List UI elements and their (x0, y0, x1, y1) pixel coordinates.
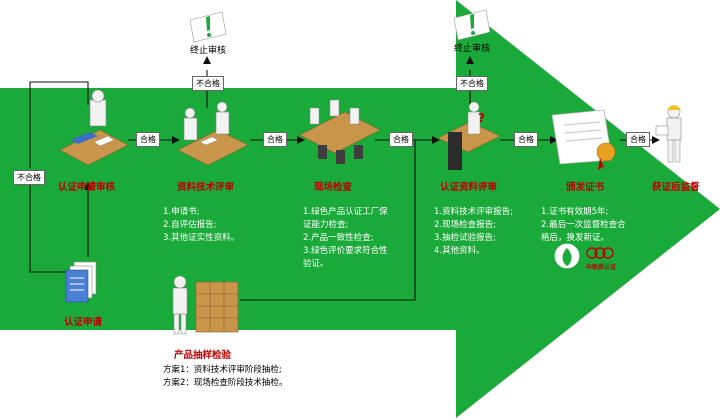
desc-line: 2.现场检查报告; (434, 220, 496, 230)
desc-line: 1.绿色产品认证工厂保 (303, 207, 388, 217)
stage-title-sampling: 产品抽样检验 (174, 350, 232, 361)
desc-issue: 1.证书有效期5年; 2.最后一次监督检查合 格后，换发新证。 (541, 206, 626, 245)
terminate-label-1: 终止审核 (190, 46, 227, 56)
stage-title-apply: 认证申请 (64, 317, 103, 328)
desc-line: 验证。 (303, 259, 329, 269)
terminate-warning-icon (189, 11, 227, 43)
supervision-person-illustration (655, 105, 682, 163)
stage-title-cert-doc-review: 认证资料评审 (440, 182, 498, 193)
terminate-label-2: 终止审核 (454, 44, 491, 54)
desc-line: 1.申请书; (163, 207, 200, 217)
desc-line: 1.证书有效期5年; (541, 207, 609, 217)
review-desk-illustration (59, 89, 129, 166)
pass-badge-5: 合格 (626, 132, 650, 147)
desc-cert-doc-review: 1.资料技术评审报告; 2.现场检查报告; 3.抽检试验报告; 4.其他资料。 (434, 206, 513, 258)
svg-text:?: ? (478, 111, 485, 125)
terminate-warning-icon-2 (453, 9, 491, 41)
sampling-illustration (172, 275, 239, 335)
fail-badge-cert-review: 不合格 (456, 76, 488, 91)
pass-badge-4: 合格 (514, 132, 538, 147)
desc-line: 3.抽检试验报告; (434, 233, 496, 243)
desc-line: 3.绿色评价要求符合性 (303, 246, 388, 256)
stage-title-supervision: 获证后监督 (652, 182, 700, 193)
arrowheads (84, 56, 660, 190)
cert-doc-review-illustration: ? (437, 101, 501, 170)
pass-badge-3: 合格 (389, 132, 413, 147)
doc-review-illustration (177, 101, 249, 166)
desc-onsite: 1.绿色产品认证工厂保 证能力检查; 2.产品一致性检查; 3.绿色评价要求符合… (303, 206, 388, 271)
desc-line: 证能力检查; (303, 220, 349, 230)
stage-title-issue: 颁发证书 (566, 182, 605, 193)
desc-line: 方案2：现场检查阶段技术抽检。 (163, 378, 288, 388)
onsite-meeting-illustration (299, 99, 381, 164)
desc-sampling: 方案1：资料技术评审阶段抽检; 方案2：现场检查阶段技术抽检。 (163, 364, 287, 390)
application-documents-illustration (65, 261, 97, 303)
pass-badge-2: 合格 (263, 132, 287, 147)
pass-badge-1: 合格 (136, 132, 160, 147)
desc-line: 3.其他证实性资料。 (163, 233, 240, 243)
stage-title-review: 认证申请审核 (58, 182, 116, 193)
fail-badge-doc-review: 不合格 (192, 76, 224, 91)
green-product-logo (553, 242, 581, 270)
desc-line: 2.产品一致性检查; (303, 233, 374, 243)
cert-body-logo-text: 中联质认证 (586, 264, 617, 271)
desc-line: 4.其他资料。 (434, 246, 485, 256)
desc-line: 2.最后一次监督检查合 (541, 220, 626, 230)
cert-body-logo (586, 247, 614, 259)
fail-badge-review: 不合格 (13, 170, 45, 185)
certificate-illustration (551, 109, 616, 172)
desc-doc-review: 1.申请书; 2.自评估报告; 3.其他证实性资料。 (163, 206, 239, 245)
desc-line: 1.资料技术评审报告; (434, 207, 513, 217)
stage-title-doc-review: 资料技术评审 (177, 182, 235, 193)
desc-line: 方案1：资料技术评审阶段抽检; (163, 365, 282, 375)
desc-line: 格后，换发新证。 (541, 233, 610, 243)
stage-title-onsite: 现场检查 (314, 182, 353, 193)
desc-line: 2.自评估报告; (163, 220, 217, 230)
